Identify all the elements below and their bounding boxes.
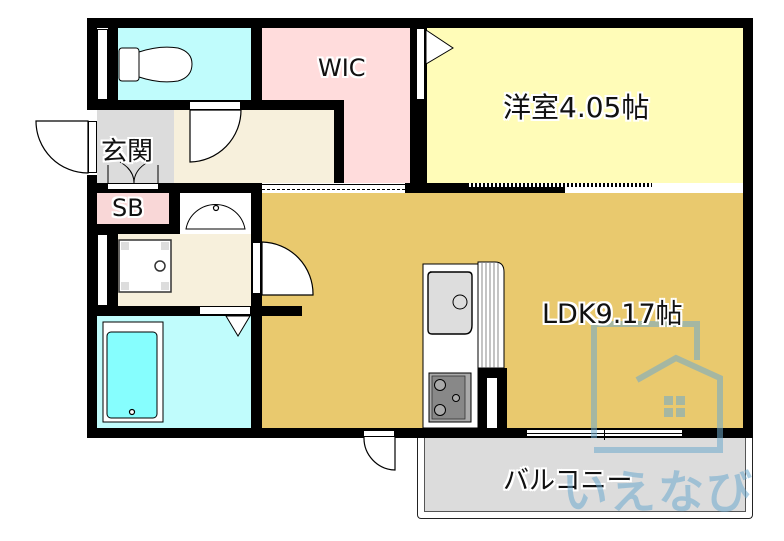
window-toilet [97, 29, 108, 100]
door-bath-frame [199, 306, 251, 315]
wall-wash-right [251, 183, 262, 428]
wic-room [262, 28, 410, 111]
watermark-text: いえなび [562, 465, 754, 519]
western-door-icon [425, 29, 454, 65]
refrigerator-space-icon [477, 261, 505, 369]
room-label-western: 洋室4.05帖 [503, 91, 650, 124]
bath-door-icon [225, 315, 251, 337]
door-wash-frame [252, 242, 261, 294]
wall-top [87, 18, 753, 28]
washroom-door-icon [261, 241, 314, 296]
house-logo-icon [591, 321, 723, 453]
wall-right [743, 18, 753, 193]
window-wash [97, 234, 108, 306]
wall-left-upper [87, 18, 97, 110]
kitchen-stub-gap [487, 378, 497, 428]
wall-toilet-left [108, 28, 118, 100]
room-label-wic: WIC [318, 54, 366, 82]
balcony-window[interactable] [527, 428, 682, 440]
kitchen-counter-icon [422, 263, 479, 429]
wall-hall-bottom [169, 183, 262, 193]
sliding-door-wic[interactable] [262, 184, 405, 190]
door-western-frame [416, 28, 425, 100]
shoebox-door [107, 183, 159, 190]
gas-stove-icon [428, 372, 472, 423]
wall-toilet-right [251, 28, 262, 110]
service-door-icon [363, 436, 396, 471]
entrance-door-icon [35, 120, 89, 174]
washing-machine-icon [118, 239, 172, 293]
wall-sb-bottom [97, 224, 180, 234]
wall-wic-step [334, 100, 344, 183]
wall-western-bottom [405, 183, 565, 193]
room-label-ldk: LDK9.17帖 [542, 299, 683, 330]
wall-bottom [87, 428, 753, 438]
toilet-icon [118, 46, 193, 83]
wall-sb-right [169, 183, 180, 234]
room-label-balcony: バルコニー [503, 466, 633, 496]
wall-left-middle [87, 175, 97, 438]
washbasin-icon [185, 204, 246, 230]
sliding-door-western[interactable] [467, 183, 652, 187]
wall-wash-left [108, 234, 118, 306]
room-label-sb: SB [112, 194, 144, 222]
shoe-box [97, 193, 169, 224]
wic-room-lower [344, 108, 410, 183]
entrance-step-icon [107, 161, 159, 184]
door-balcony-service-frame [363, 430, 395, 437]
room-label-entrance: 玄関 [101, 137, 154, 167]
entrance [97, 110, 174, 183]
sliding-door-western-gap [565, 187, 743, 193]
wall-right-lower [743, 183, 753, 438]
bathtub-icon [102, 321, 164, 423]
toilet-door-icon [189, 109, 242, 163]
western-room [427, 28, 743, 183]
kitchen-sink-icon [427, 271, 473, 335]
